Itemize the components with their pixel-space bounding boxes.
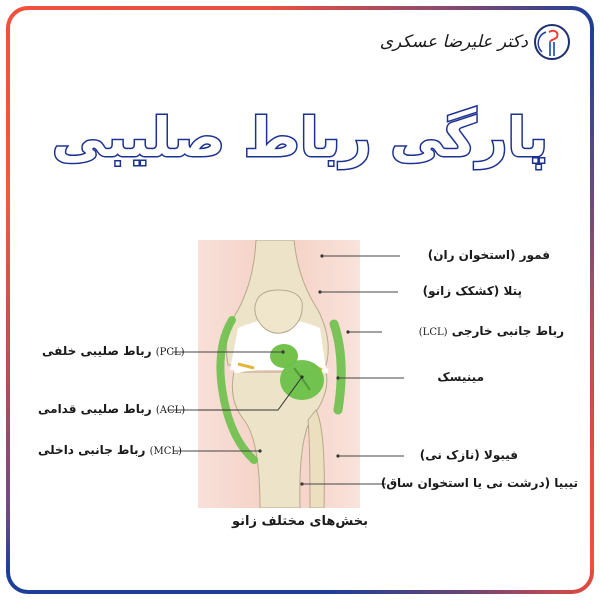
- label-patella-text: پتلا (کشکک زانو): [422, 284, 522, 298]
- label-femur-text: فمور (استخوان ران): [427, 248, 550, 262]
- label-meniscus-text: مینیسک: [437, 370, 484, 384]
- label-mcl-abbr: (MCL): [149, 446, 182, 457]
- label-femur: فمور (استخوان ران): [428, 248, 550, 262]
- page-title: پارگی رباط صلیبی: [51, 105, 549, 171]
- knee-joint-logo-icon: [534, 24, 570, 60]
- label-lcl: رباط جانبی خارجی (LCL): [419, 324, 564, 338]
- diagram-caption: بخش‌های مختلف زانو: [232, 514, 368, 529]
- frame-left-edge: [6, 30, 10, 570]
- frame-right-edge: [590, 30, 594, 570]
- label-acl-text: رباط صلیبی قدامی: [38, 402, 152, 416]
- label-fibula: فیبولا (نازک نی): [420, 448, 518, 462]
- knee-anatomy-illustration: [198, 240, 360, 508]
- label-pcl-text: رباط صلیبی خلفی: [42, 344, 152, 358]
- label-acl-abbr: (ACL): [155, 405, 186, 416]
- label-tibia-text: تیبیا (درشت نی یا استخوان ساق): [380, 476, 578, 490]
- label-lcl-text: رباط جانبی خارجی: [451, 324, 564, 338]
- label-tibia: تیبیا (درشت نی یا استخوان ساق): [381, 476, 578, 490]
- label-fibula-text: فیبولا (نازک نی): [419, 448, 518, 462]
- label-mcl: (MCL) رباط جانبی داخلی: [38, 443, 182, 457]
- label-lcl-abbr: (LCL): [418, 327, 448, 338]
- label-pcl-abbr: (PCL): [155, 347, 185, 358]
- label-pcl: (PCL) رباط صلیبی خلفی: [42, 344, 185, 358]
- label-meniscus: مینیسک: [437, 370, 484, 384]
- label-acl: (ACL) رباط صلیبی قدامی: [38, 402, 185, 416]
- brand-logo: دکتر علیرضا عسکری: [380, 24, 570, 60]
- label-mcl-text: رباط جانبی داخلی: [38, 443, 146, 457]
- label-patella: پتلا (کشکک زانو): [423, 284, 522, 298]
- brand-name: دکتر علیرضا عسکری: [379, 32, 528, 52]
